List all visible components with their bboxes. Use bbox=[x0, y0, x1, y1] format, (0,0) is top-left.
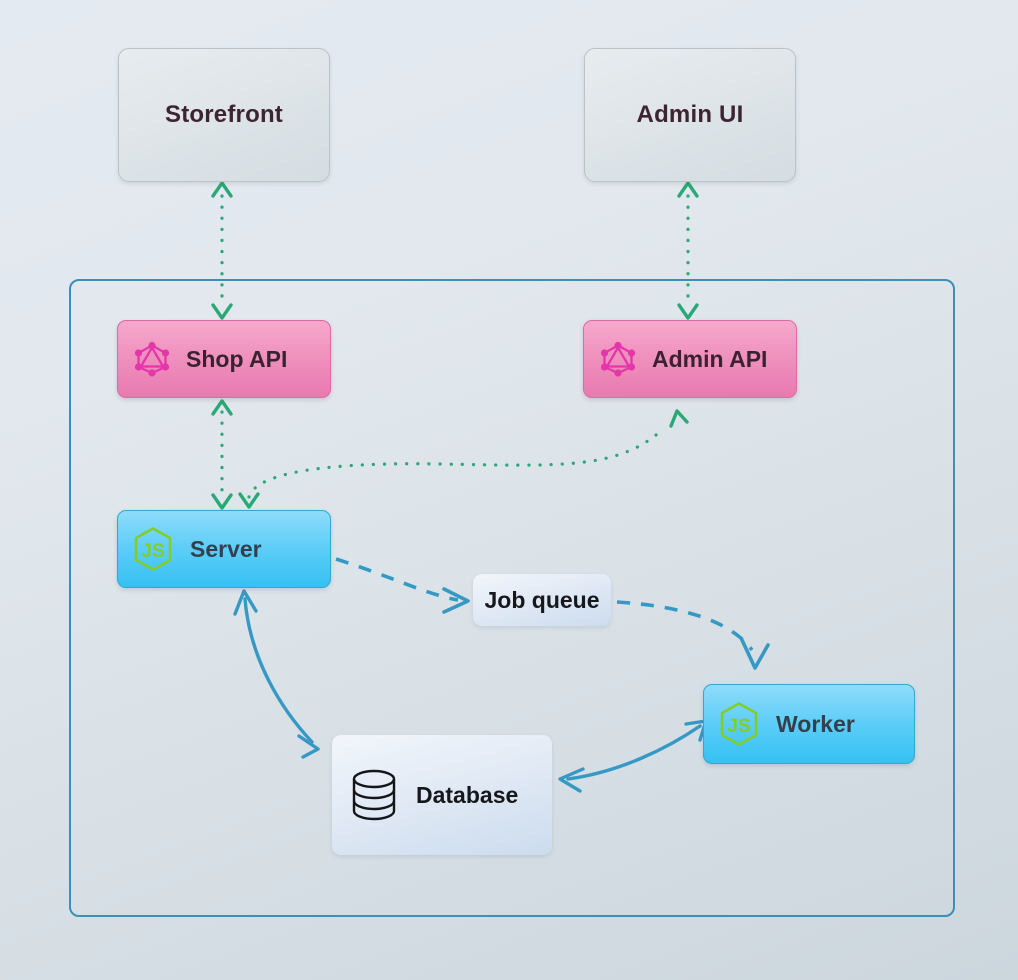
node-shop-api-label: Shop API bbox=[186, 345, 288, 372]
node-admin-api[interactable]: Admin API bbox=[583, 320, 797, 398]
node-server[interactable]: JS Server bbox=[117, 510, 331, 588]
node-database[interactable]: Database bbox=[332, 735, 552, 855]
node-job-queue[interactable]: Job queue bbox=[473, 574, 611, 626]
node-admin-api-label: Admin API bbox=[652, 345, 768, 372]
node-admin-ui-label: Admin UI bbox=[636, 101, 744, 128]
nodejs-icon: JS bbox=[132, 526, 174, 572]
node-shop-api[interactable]: Shop API bbox=[117, 320, 331, 398]
node-storefront[interactable]: Storefront bbox=[118, 48, 330, 182]
node-worker[interactable]: JS Worker bbox=[703, 684, 915, 764]
database-icon bbox=[350, 767, 398, 823]
node-server-label: Server bbox=[190, 535, 262, 562]
node-admin-ui[interactable]: Admin UI bbox=[584, 48, 796, 182]
node-storefront-label: Storefront bbox=[165, 101, 283, 128]
svg-text:JS: JS bbox=[727, 716, 750, 737]
node-job-queue-label: Job queue bbox=[484, 586, 600, 613]
node-database-label: Database bbox=[416, 781, 519, 808]
graphql-icon bbox=[132, 339, 172, 379]
server-container-box bbox=[69, 279, 955, 917]
graphql-icon bbox=[598, 339, 638, 379]
node-worker-label: Worker bbox=[776, 710, 855, 737]
svg-text:JS: JS bbox=[141, 541, 164, 562]
nodejs-icon: JS bbox=[718, 701, 760, 747]
